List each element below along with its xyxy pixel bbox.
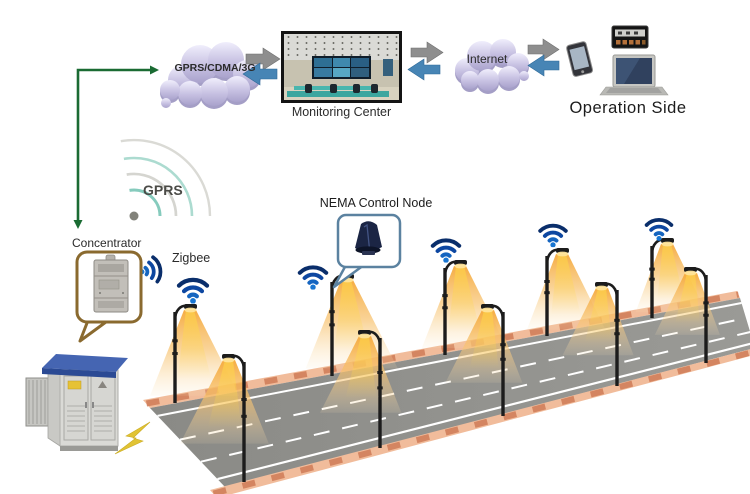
arrow-right-icon	[245, 47, 281, 71]
photocell-device-icon	[355, 221, 382, 255]
gprs-signal-label: GPRS	[143, 182, 183, 198]
arrow-right-icon	[527, 38, 560, 61]
gprs-cloud-icon	[160, 42, 261, 109]
arrow-left-icon	[527, 54, 560, 77]
lightning-icon	[114, 421, 151, 455]
arrow-pair-cloud-to-center	[242, 47, 281, 86]
wifi-icon	[300, 267, 326, 290]
video-wall	[311, 56, 372, 79]
nema-callout	[332, 213, 402, 289]
streetlight-near	[562, 282, 634, 386]
gprs-signal-arcs-icon	[120, 138, 212, 221]
zigbee-label: Zigbee	[172, 251, 211, 265]
internet-label: Internet	[466, 52, 508, 66]
streetlight-near	[654, 267, 720, 363]
gprs-cloud-label: GPRS/CDMA/3G	[174, 62, 256, 74]
chair	[353, 83, 360, 93]
arrow-left-icon	[407, 58, 441, 81]
wifi-icon	[433, 240, 459, 263]
wifi-icon	[179, 280, 207, 304]
concentrator-label: Concentrator	[72, 236, 142, 250]
arrow-right-icon	[410, 41, 444, 64]
monitoring-center-label: Monitoring Center	[291, 105, 392, 119]
control-room-ceiling	[284, 34, 399, 61]
operator-desk	[287, 91, 389, 98]
concentrator-meter-device	[93, 254, 129, 313]
wifi-icon	[538, 223, 568, 248]
control-terminal-icon	[611, 25, 649, 49]
streetlight-near	[180, 354, 269, 482]
monitoring-center-photo	[281, 31, 402, 103]
nema-control-node-label: NEMA Control Node	[319, 196, 433, 210]
smartphone-icon	[566, 41, 594, 77]
arrow-pair-internet-to-operation	[527, 38, 560, 77]
streetlight-near	[445, 304, 523, 416]
arrow-left-icon	[242, 62, 278, 86]
side-screen	[382, 59, 394, 77]
arrow-pair-center-to-internet	[407, 41, 444, 81]
laptop-icon	[599, 54, 669, 96]
chair	[330, 83, 337, 93]
wifi-icon	[644, 218, 674, 241]
internet-cloud-icon	[455, 39, 529, 94]
green-elbow-arrow	[73, 65, 159, 229]
concentrator-callout	[75, 250, 143, 343]
streetlights-layer	[150, 238, 720, 482]
chair	[371, 83, 379, 93]
chair	[304, 83, 312, 93]
transformer-cabinet	[25, 354, 128, 451]
streetlight-near	[320, 330, 402, 448]
operation-side-label: Operation Side	[569, 99, 687, 117]
